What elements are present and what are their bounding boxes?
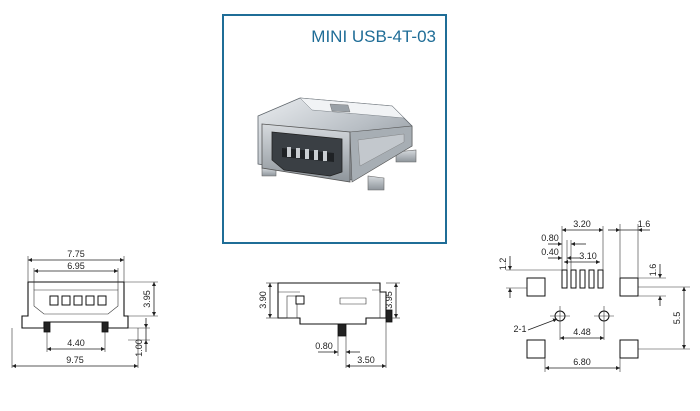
signal-pad — [570, 269, 577, 289]
signal-pad — [579, 269, 586, 289]
dim-height: 3.95 — [142, 290, 152, 308]
footprint-view: 3.20 0.80 0.40 3.10 1.6 1.6 1.2 — [498, 219, 690, 372]
mount-pad-top-left — [526, 277, 546, 297]
front-contact — [97, 295, 107, 306]
front-contact — [61, 295, 71, 306]
front-peg — [43, 321, 51, 333]
dim-pitch: 0.80 — [541, 233, 559, 243]
dim-pad-length: 1.2 — [498, 258, 508, 271]
dim-side-height-right: 3.95 — [384, 291, 394, 309]
dim-mount-spacing: 6.80 — [573, 357, 591, 367]
front-contact — [49, 295, 59, 306]
dim-tail-height: 1.00 — [134, 339, 144, 357]
connector-photo — [257, 97, 417, 191]
dim-mount-pad-height: 1.6 — [648, 264, 658, 277]
signal-pad — [597, 269, 604, 289]
mount-pad-bottom-right — [619, 339, 639, 359]
label-peg-hole: 2-1 — [513, 324, 526, 334]
front-peg — [101, 321, 109, 333]
side-rear-tab — [372, 289, 381, 318]
side-latch — [339, 297, 367, 305]
side-view: 3.90 3.95 0.80 3.50 — [258, 282, 400, 368]
dim-pad-span-inner: 3.10 — [579, 251, 597, 261]
side-detail — [295, 295, 305, 305]
dim-pad-width: 0.40 — [541, 247, 559, 257]
front-contact — [85, 295, 95, 306]
dim-width-outer: 7.75 — [67, 249, 85, 259]
product-title: MINI USB-4T-03 — [311, 27, 436, 46]
dim-overall-width: 9.75 — [66, 355, 84, 365]
mount-pad-bottom-left — [526, 339, 546, 359]
signal-pad — [588, 269, 595, 289]
dim-side-height-left: 3.90 — [258, 291, 268, 309]
side-tail — [385, 309, 393, 323]
signal-pad — [561, 269, 568, 289]
dim-pin-span: 4.40 — [67, 338, 85, 348]
dim-pad-span-outer: 3.20 — [573, 219, 591, 229]
dim-width-inner: 6.95 — [67, 261, 85, 271]
side-peg — [337, 323, 347, 337]
dim-side-depth: 3.50 — [357, 355, 375, 365]
dim-side-tab-width: 0.80 — [315, 341, 333, 351]
dim-peg-spacing: 4.48 — [573, 327, 591, 337]
product-photo-panel: MINI USB-4T-03 — [222, 14, 447, 244]
front-contact — [73, 295, 83, 306]
front-view: 7.75 6.95 4.40 9.75 3.95 1.00 — [11, 249, 158, 368]
dim-pad-row-spacing: 5.5 — [672, 312, 682, 325]
side-detail — [286, 295, 298, 319]
dim-mount-pad-size: 1.6 — [638, 219, 651, 229]
mount-pad-top-right — [619, 277, 639, 297]
